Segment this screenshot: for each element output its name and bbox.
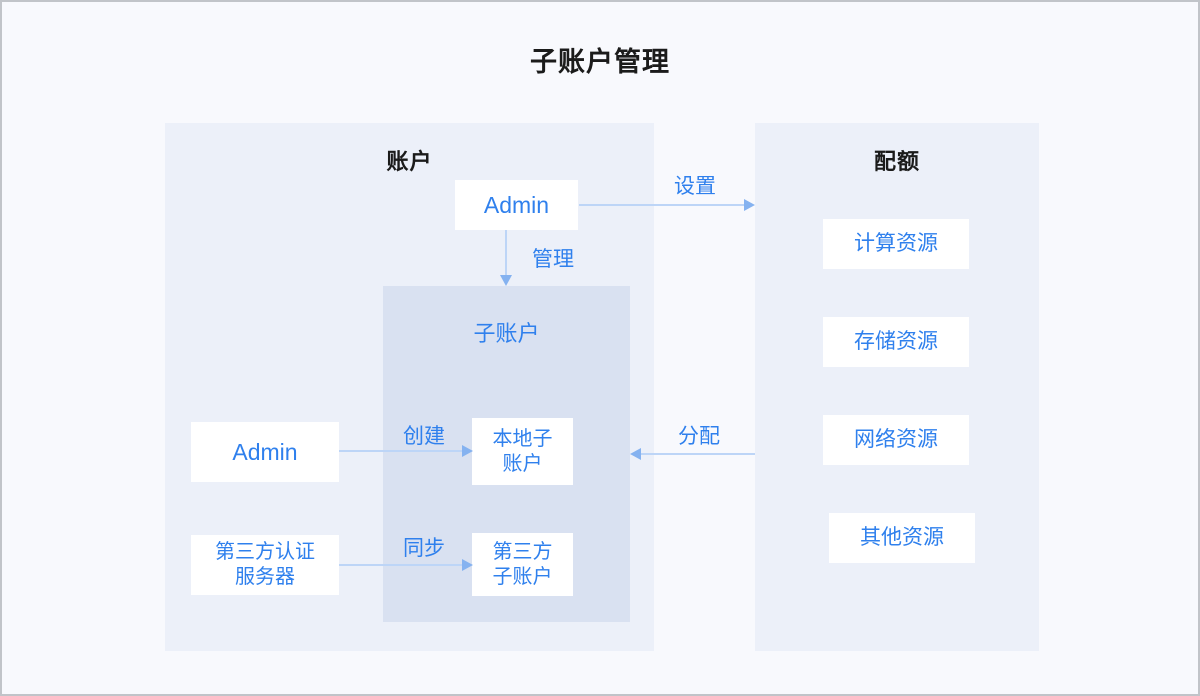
admin-left-label: Admin — [232, 438, 298, 465]
sync-arrow-head-icon — [462, 559, 473, 571]
settings-arrow-head-icon — [744, 199, 755, 211]
settings-arrow-line — [579, 204, 745, 206]
admin-top-label: Admin — [483, 191, 550, 218]
resource-other-label: 其他资源 — [860, 525, 944, 549]
allocate-arrow-label: 分配 — [678, 425, 720, 448]
create-arrow-label: 创建 — [403, 425, 445, 448]
third-party-server-box: 第三方认证 服务器 — [191, 535, 339, 595]
third-party-server-line2: 服务器 — [235, 566, 295, 588]
resource-storage-label: 存储资源 — [854, 329, 938, 353]
create-arrow-line — [339, 450, 464, 452]
allocate-arrow-head-icon — [630, 448, 641, 460]
admin-top-box: Admin — [455, 180, 578, 230]
admin-left-box: Admin — [191, 422, 339, 482]
sync-arrow-label: 同步 — [403, 537, 445, 560]
local-subaccount-line2: 账户 — [502, 452, 543, 475]
local-subaccount-line1: 本地子 — [492, 427, 553, 450]
resource-box-network: 网络资源 — [823, 415, 969, 465]
allocate-arrow-line — [640, 453, 755, 455]
resource-box-storage: 存储资源 — [823, 317, 969, 367]
third-party-server-line1: 第三方认证 — [215, 541, 315, 563]
resource-box-compute: 计算资源 — [823, 219, 969, 269]
third-party-subaccount-line1: 第三方 — [492, 540, 553, 563]
resource-network-label: 网络资源 — [854, 427, 938, 451]
local-subaccount-box: 本地子 账户 — [472, 418, 573, 485]
manage-arrow-line — [505, 230, 507, 277]
quota-panel: 配额 计算资源 存储资源 网络资源 其他资源 — [755, 123, 1039, 651]
subaccount-panel: 子账户 本地子 账户 第三方 子账户 — [383, 286, 630, 622]
settings-arrow-label: 设置 — [674, 175, 716, 198]
page-title: 子账户管理 — [530, 47, 670, 77]
resource-compute-label: 计算资源 — [854, 231, 938, 255]
manage-arrow-head-icon — [500, 275, 512, 286]
create-arrow-head-icon — [462, 445, 473, 457]
third-party-subaccount-line2: 子账户 — [492, 565, 553, 588]
sync-arrow-line — [339, 564, 464, 566]
quota-panel-header: 配额 — [873, 149, 920, 174]
third-party-subaccount-box: 第三方 子账户 — [472, 533, 573, 596]
account-panel: 账户 Admin 子账户 本地子 账户 第三方 子账户 Admin 第三方认证 … — [165, 123, 654, 651]
manage-arrow-label: 管理 — [532, 248, 574, 271]
resource-box-other: 其他资源 — [829, 513, 975, 563]
subaccount-panel-header: 子账户 — [473, 321, 540, 346]
account-panel-header: 账户 — [386, 149, 433, 174]
